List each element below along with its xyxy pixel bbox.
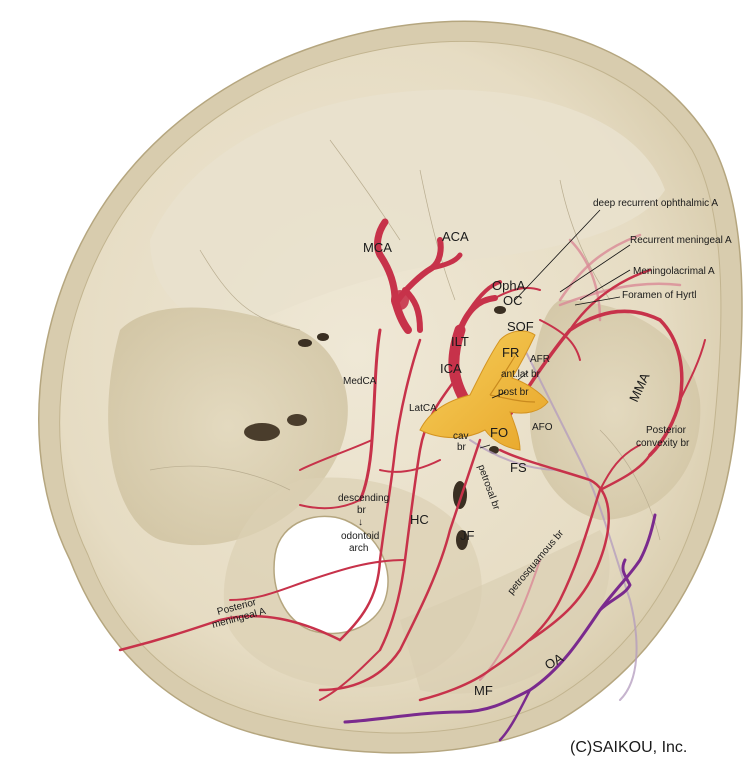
label-jf: JF — [460, 528, 475, 543]
label-foramen-hyrtl: Foramen of Hyrtl — [622, 290, 696, 301]
trigeminal-ganglion — [419, 330, 549, 451]
label-oc: OC — [503, 293, 523, 308]
label-descending-4: arch — [349, 543, 368, 554]
label-meningolacrimal: Meningolacrimal A — [633, 266, 715, 277]
label-ant-lat-br: ant.lat br — [501, 369, 541, 380]
label-recurrent-meningeal: Recurrent meningeal A — [630, 235, 732, 246]
label-post-br: post br — [498, 387, 529, 398]
label-descending-arrow: ↓ — [358, 517, 363, 528]
label-posterior-convexity-2: convexity br — [636, 438, 690, 449]
foramen-magnum — [273, 515, 389, 635]
label-sof: SOF — [507, 319, 534, 334]
label-hc: HC — [410, 512, 429, 527]
label-fs: FS — [510, 460, 527, 475]
label-cav-br: br — [457, 442, 467, 453]
bone-fissures — [149, 139, 661, 541]
foramina-holes — [244, 306, 506, 550]
label-ica: ICA — [440, 361, 462, 376]
mca-loop — [391, 290, 409, 310]
label-afr: AFR — [530, 354, 550, 365]
label-medca: MedCA — [343, 376, 377, 387]
label-posterior-convexity-1: Posterior — [646, 425, 687, 436]
label-mca: MCA — [363, 240, 392, 255]
label-descending-3: odontoid — [341, 531, 379, 542]
label-fo: FO — [490, 425, 508, 440]
label-deep-recurrent: deep recurrent ophthalmic A — [593, 198, 718, 209]
label-ilt: ILT — [451, 334, 469, 349]
label-fr: FR — [502, 345, 519, 360]
label-aca: ACA — [442, 229, 469, 244]
label-opha: OphA — [492, 278, 526, 293]
label-cav: cav — [453, 431, 469, 442]
label-latca: LatCA — [409, 403, 437, 414]
copyright-text: (C)SAIKOU, Inc. — [570, 739, 687, 756]
leader-lines — [479, 209, 631, 449]
label-descending-2: br — [357, 505, 367, 516]
label-mf: MF — [474, 683, 493, 698]
label-afo: AFO — [532, 422, 553, 433]
occipital-artery — [343, 513, 657, 742]
label-descending-1: descending — [338, 493, 389, 504]
